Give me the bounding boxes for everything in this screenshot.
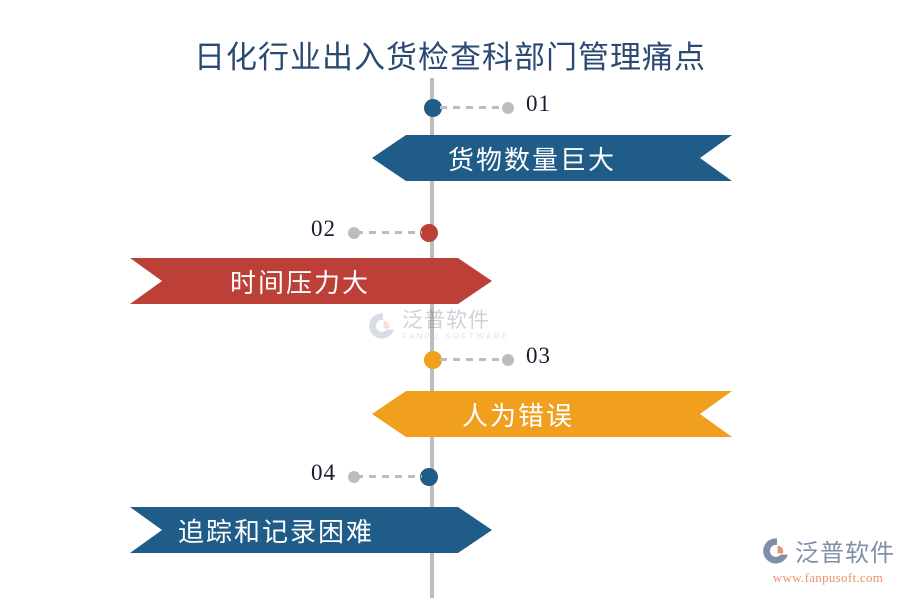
fanpu-logo-icon bbox=[369, 313, 394, 339]
watermark-name-cn: 泛普软件 bbox=[402, 309, 490, 333]
step-number-03: 03 bbox=[526, 343, 551, 368]
end-dot-03 bbox=[502, 354, 514, 366]
timeline-spine bbox=[430, 78, 434, 598]
milestone-dot-03 bbox=[424, 351, 442, 369]
step-number-04: 04 bbox=[311, 460, 336, 485]
milestone-dot-04 bbox=[420, 468, 438, 486]
step-number-01: 01 bbox=[526, 91, 551, 116]
banner-label-03: 人为错误 bbox=[462, 401, 575, 431]
banner-03[interactable]: 人为错误 bbox=[372, 391, 732, 437]
end-dot-04 bbox=[348, 471, 360, 483]
end-dot-02 bbox=[348, 227, 360, 239]
fanpu-logo-icon bbox=[763, 537, 788, 564]
dashed-connector-03 bbox=[440, 358, 506, 361]
dashed-connector-04 bbox=[356, 475, 422, 478]
banner-02[interactable]: 时间压力大 bbox=[130, 258, 492, 304]
brand-logo-row: 泛普软件 bbox=[762, 533, 894, 568]
banner-label-01: 货物数量巨大 bbox=[448, 145, 617, 175]
step-number-02: 02 bbox=[311, 216, 336, 241]
banner-label-02: 时间压力大 bbox=[230, 268, 371, 298]
brand-url: www.fanpusoft.com bbox=[772, 570, 884, 585]
end-dot-01 bbox=[502, 102, 514, 114]
banner-label-04: 追踪和记录困难 bbox=[178, 517, 375, 547]
dashed-connector-01 bbox=[440, 106, 506, 109]
watermark-name-en: FANPU SOFTWARE bbox=[402, 332, 510, 342]
milestone-dot-02 bbox=[420, 224, 438, 242]
brand-logo: 泛普软件 www.fanpusoft.com bbox=[762, 533, 894, 591]
dashed-connector-02 bbox=[356, 231, 422, 234]
page-title: 日化行业出入货检查科部门管理痛点 bbox=[194, 40, 706, 75]
banner-04[interactable]: 追踪和记录困难 bbox=[130, 507, 492, 553]
connector-02: 02 bbox=[258, 216, 438, 243]
banner-01[interactable]: 货物数量巨大 bbox=[372, 135, 732, 181]
connector-03: 03 bbox=[424, 343, 604, 370]
connector-01: 01 bbox=[424, 91, 604, 118]
watermark-text: 泛普软件 FANPU SOFTWARE bbox=[402, 310, 510, 342]
brand-name-cn: 泛普软件 bbox=[795, 540, 895, 567]
milestone-dot-01 bbox=[424, 99, 442, 117]
watermark: 泛普软件 FANPU SOFTWARE bbox=[368, 303, 518, 349]
connector-04: 04 bbox=[258, 460, 438, 487]
